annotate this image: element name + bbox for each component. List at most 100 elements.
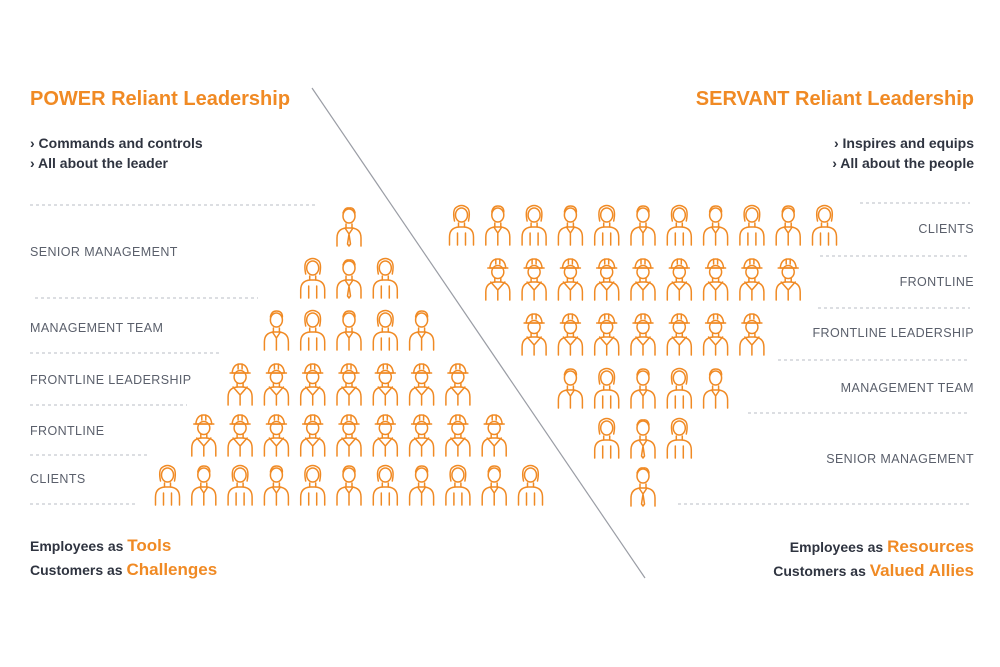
woman-icon <box>372 309 399 351</box>
woman-icon <box>593 204 620 246</box>
worker-icon <box>557 258 584 301</box>
worker-icon <box>408 414 435 457</box>
power-level-label: FRONTLINE LEADERSHIP <box>30 373 192 387</box>
man-icon <box>557 205 584 246</box>
servant-title: SERVANT Reliant Leadership <box>695 88 974 110</box>
worker-icon <box>445 414 471 457</box>
footer-accent: Resources <box>887 537 974 556</box>
worker-icon <box>299 363 326 406</box>
man-icon <box>336 310 362 351</box>
power-level-label: MANAGEMENT TEAM <box>30 321 164 335</box>
power-footer: Employees as Tools Customers as Challeng… <box>30 534 217 582</box>
worker-icon <box>666 313 693 356</box>
footer-prefix: Employees as <box>30 538 128 554</box>
woman-icon <box>299 257 326 299</box>
woman-icon <box>666 417 693 459</box>
woman-icon <box>445 464 471 506</box>
worker-icon <box>336 363 362 406</box>
servant-footer-line: Customers as Valued Allies <box>773 559 974 583</box>
worker-icon <box>227 363 253 406</box>
footer-prefix: Employees as <box>789 539 888 555</box>
power-bullets: › Commands and controls › All about the … <box>30 133 203 173</box>
worker-icon <box>775 258 801 301</box>
worker-icon <box>666 258 693 301</box>
power-level-label: SENIOR MANAGEMENT <box>30 245 178 259</box>
manager-icon <box>630 419 656 459</box>
worker-icon <box>630 258 656 301</box>
power-level-label: CLIENTS <box>30 472 86 486</box>
worker-icon <box>485 258 511 301</box>
worker-icon <box>481 414 507 457</box>
worker-icon <box>445 363 471 406</box>
power-title: POWER Reliant Leadership <box>30 88 291 110</box>
man-icon <box>485 205 511 246</box>
woman-icon <box>666 204 693 246</box>
man-icon <box>263 310 290 351</box>
footer-accent: Tools <box>127 536 172 555</box>
woman-icon <box>521 204 547 246</box>
man-icon <box>630 368 656 409</box>
worker-icon <box>593 258 620 301</box>
manager-icon <box>630 467 656 507</box>
man-icon <box>408 465 435 506</box>
worker-icon <box>336 414 362 457</box>
power-level-label: FRONTLINE <box>30 424 105 438</box>
woman-icon <box>593 417 620 459</box>
worker-icon <box>739 313 765 356</box>
worker-icon <box>372 414 399 457</box>
man-icon <box>775 205 801 246</box>
worker-icon <box>557 313 584 356</box>
worker-icon <box>227 414 253 457</box>
man-icon <box>702 205 729 246</box>
servant-level-label: SENIOR MANAGEMENT <box>826 452 974 466</box>
woman-icon <box>517 464 544 506</box>
woman-icon <box>372 257 399 299</box>
woman-icon <box>739 204 765 246</box>
servant-level-label: FRONTLINE <box>899 275 974 289</box>
servant-bullet: › Inspires and equips <box>833 135 974 151</box>
man-icon <box>191 465 217 506</box>
woman-icon <box>299 309 326 351</box>
servant-level-label: CLIENTS <box>918 222 974 236</box>
servant-bullet: › All about the people <box>832 155 974 171</box>
woman-icon <box>227 464 253 506</box>
footer-accent: Valued Allies <box>869 561 974 580</box>
worker-icon <box>593 313 620 356</box>
man-icon <box>481 465 507 506</box>
worker-icon <box>408 363 435 406</box>
servant-level-label: FRONTLINE LEADERSHIP <box>812 326 974 340</box>
woman-icon <box>811 204 838 246</box>
man-icon <box>702 368 729 409</box>
man-icon <box>630 205 656 246</box>
man-icon <box>336 465 362 506</box>
worker-icon <box>630 313 656 356</box>
worker-icon <box>263 363 290 406</box>
servant-footer: Employees as Resources Customers as Valu… <box>773 535 974 583</box>
worker-icon <box>372 363 399 406</box>
power-bullet: › All about the leader <box>30 155 168 171</box>
footer-prefix: Customers as <box>773 563 870 579</box>
manager-icon <box>336 259 362 299</box>
worker-icon <box>521 258 547 301</box>
man-icon <box>263 465 290 506</box>
footer-accent: Challenges <box>126 560 218 579</box>
worker-icon <box>702 313 729 356</box>
servant-bullets: › Inspires and equips › All about the pe… <box>832 133 974 173</box>
woman-icon <box>299 464 326 506</box>
woman-icon <box>666 367 693 409</box>
worker-icon <box>191 414 217 457</box>
diagonal-divider <box>311 87 646 579</box>
worker-icon <box>299 414 326 457</box>
power-footer-line: Customers as Challenges <box>30 558 217 582</box>
worker-icon <box>739 258 765 301</box>
worker-icon <box>521 313 547 356</box>
woman-icon <box>372 464 399 506</box>
woman-icon <box>448 204 475 246</box>
servant-footer-line: Employees as Resources <box>773 535 974 559</box>
worker-icon <box>263 414 290 457</box>
servant-level-label: MANAGEMENT TEAM <box>840 381 974 395</box>
power-footer-line: Employees as Tools <box>30 534 217 558</box>
man-icon <box>408 310 435 351</box>
